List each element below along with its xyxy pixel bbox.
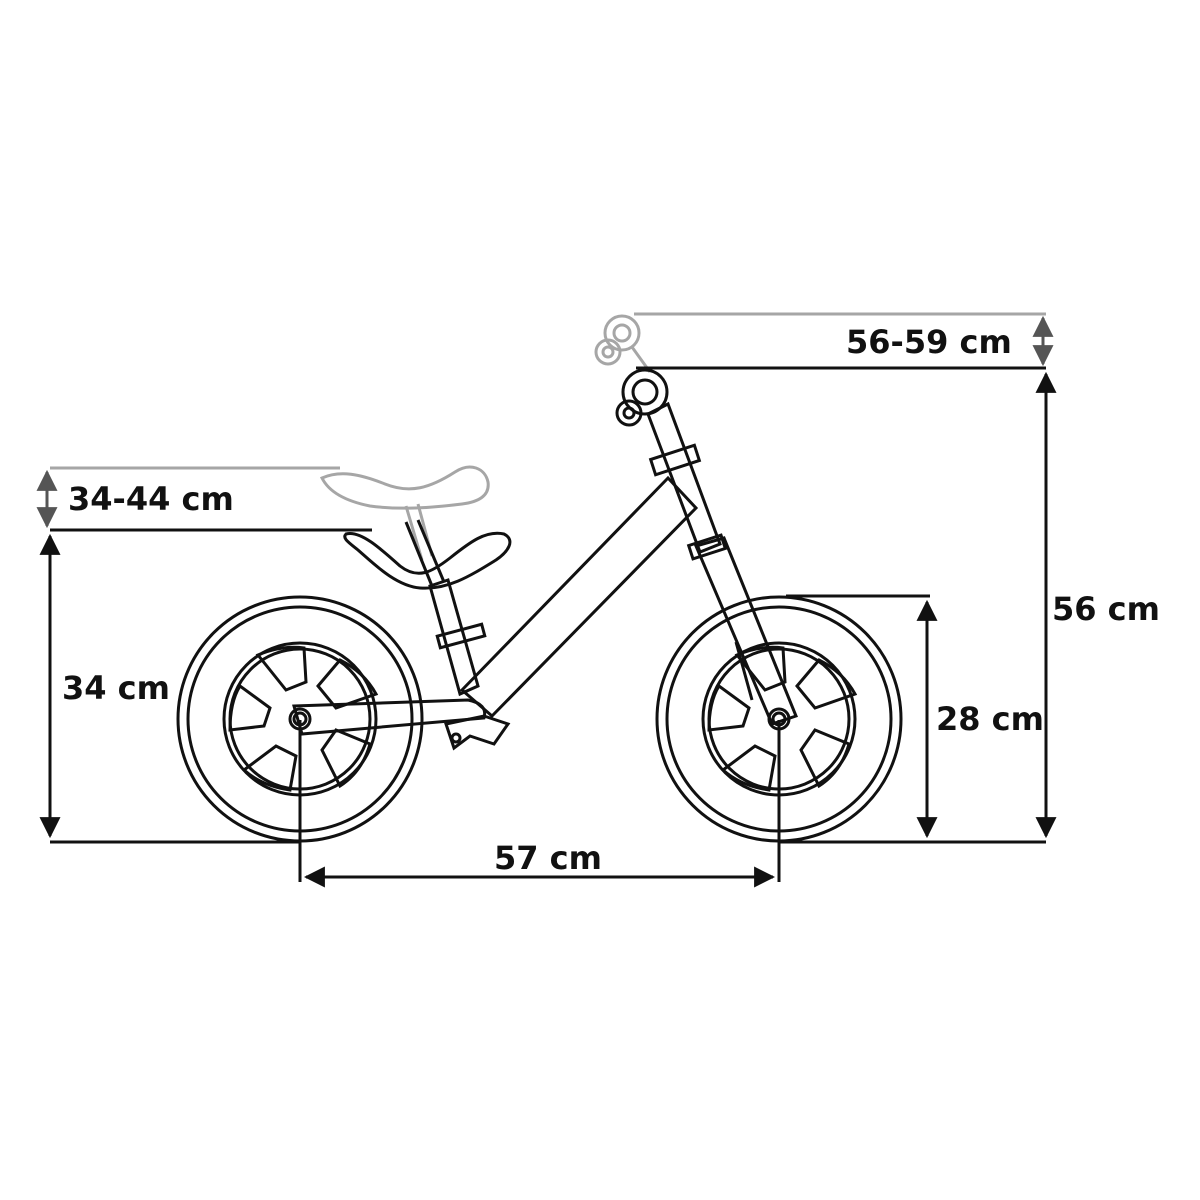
wheelbase-label: 57 cm <box>494 839 602 877</box>
handlebar-adjust-range-label: 56-59 cm <box>846 323 1012 361</box>
rear-wheel <box>176 595 424 843</box>
adjustment-lines <box>50 312 1046 470</box>
wheel-height-label: 28 cm <box>936 700 1044 738</box>
handlebar-height-label: 56 cm <box>1052 590 1160 628</box>
seat-height-label: 34 cm <box>62 669 170 707</box>
raised-handlebar-ghost <box>594 314 652 373</box>
rear-wheel-spokes <box>228 645 379 792</box>
bike-frame <box>292 475 699 751</box>
dimension-lines <box>39 366 1057 888</box>
front-wheel-spokes <box>707 645 858 792</box>
fork-and-handlebar <box>292 368 798 727</box>
seat-adjust-range-label: 34-44 cm <box>68 480 234 518</box>
adjustment-arrows <box>36 315 1054 529</box>
saddle <box>343 519 512 590</box>
